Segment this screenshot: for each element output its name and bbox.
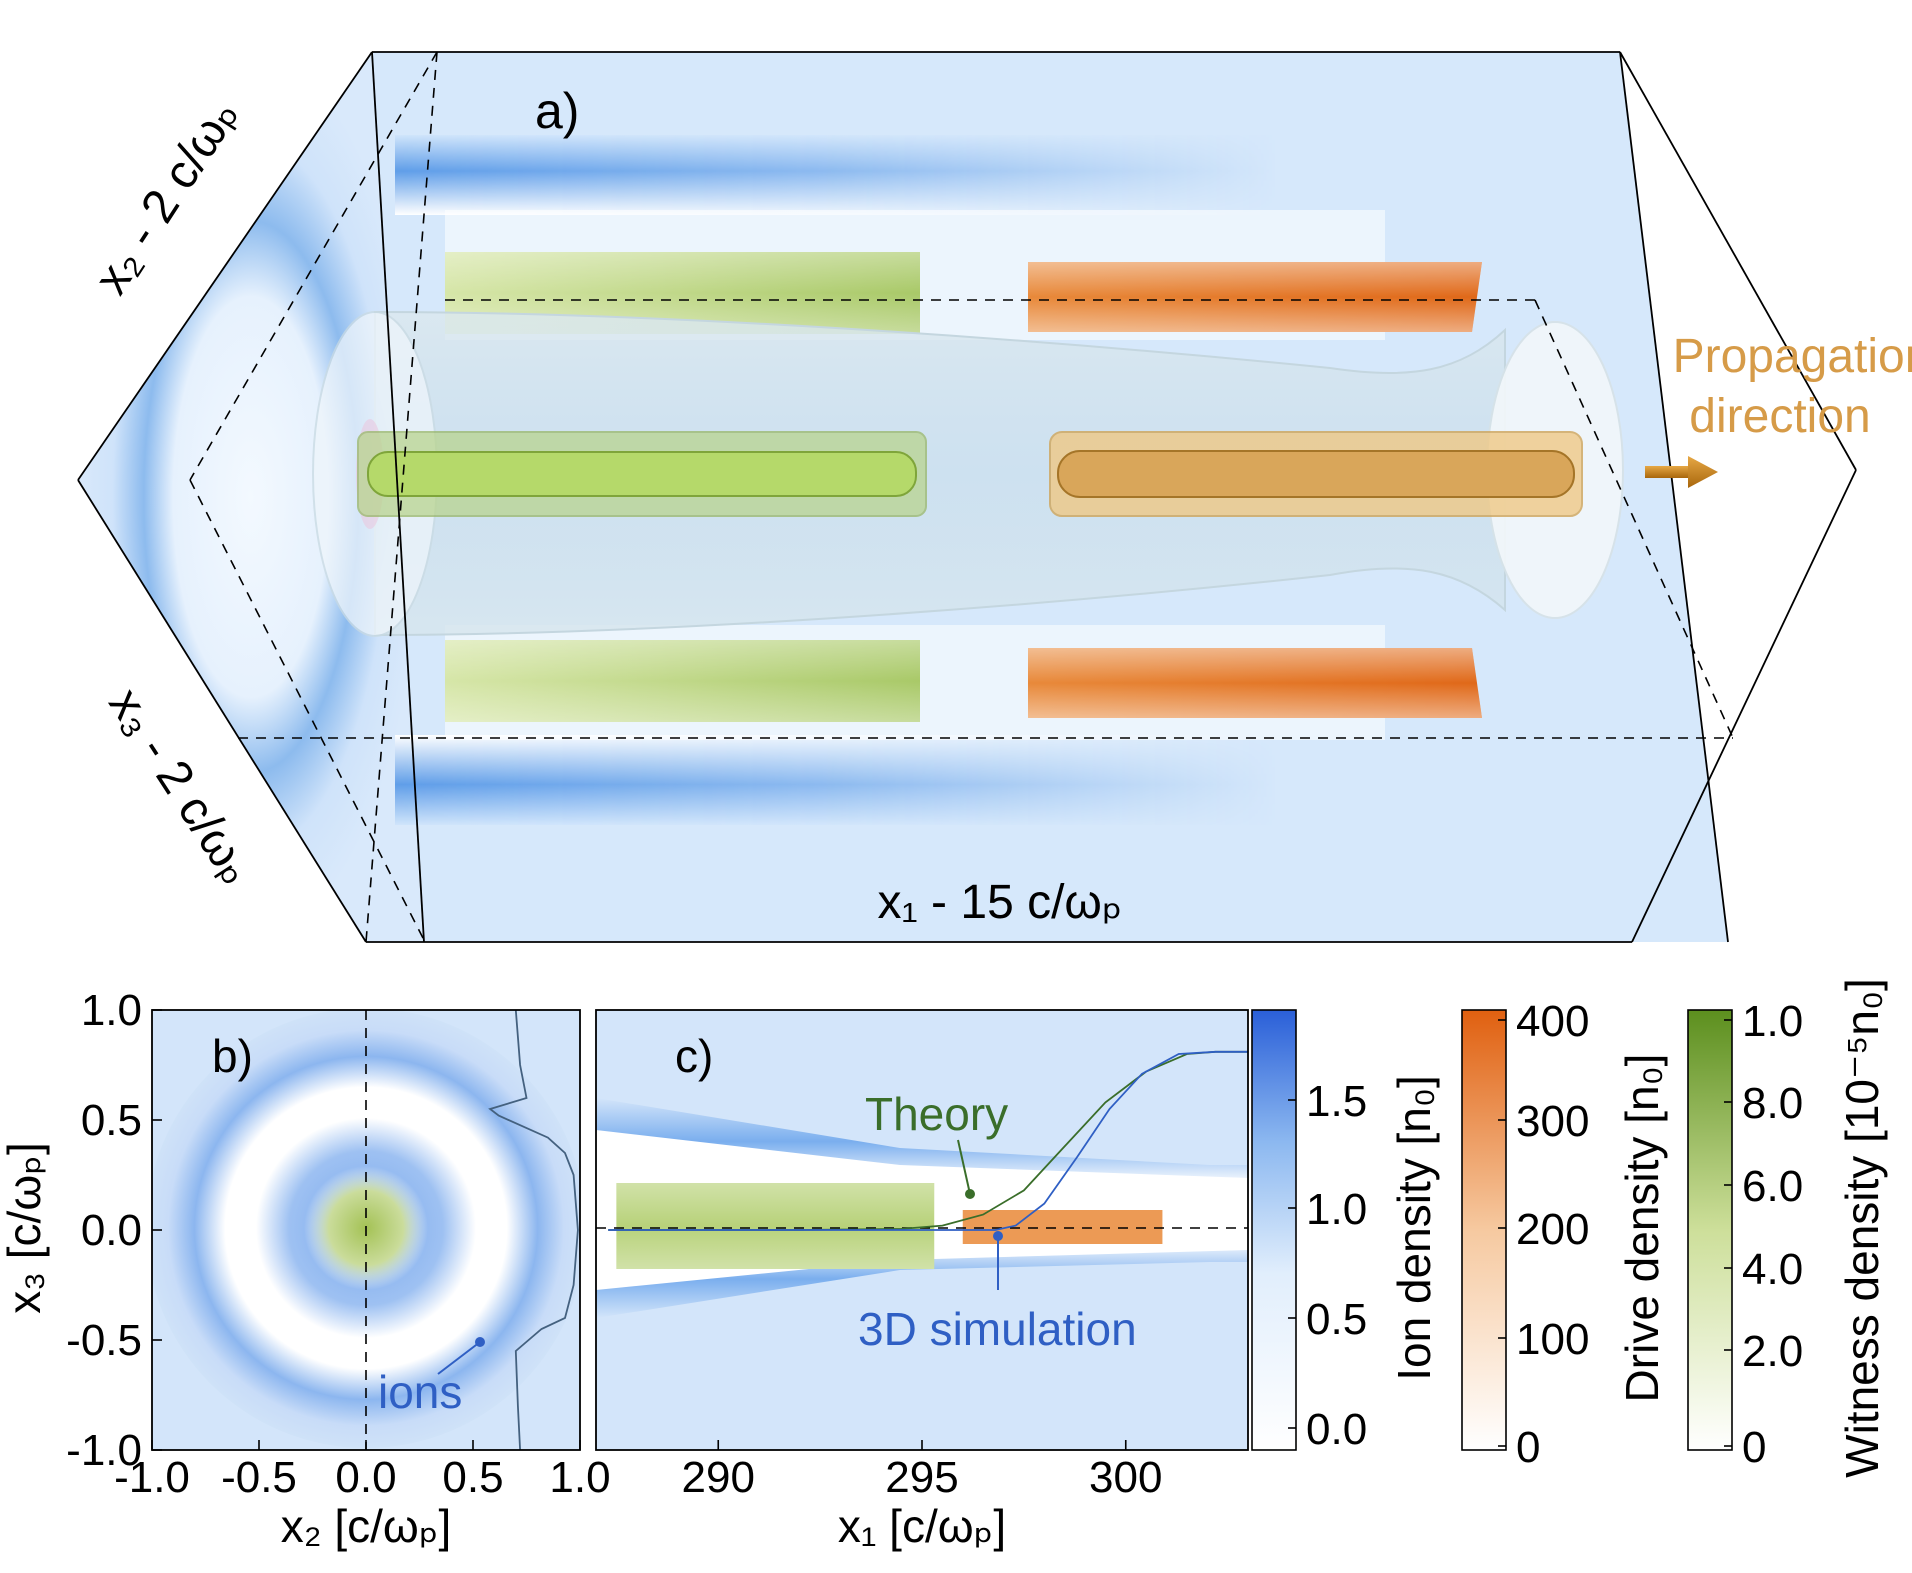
panel-a-3d-view: a) x₁ - 15 c/ωₚ x₂ - 2 c/ωₚ x₃ - 2 c/ωₚ … [77,51,1912,943]
panel-c-longitudinal-slice: 290 295 300 c) Theory 3D simulation x₁ [c/… [595,1009,1249,1552]
ions-annotation: ions [378,1366,462,1418]
colorbar-tick: 2.0 [1742,1327,1803,1376]
ion-streak-bottom [395,735,1275,825]
colorbar-tick: 1.5 [1306,1077,1367,1126]
panel-c-xtick: 300 [1089,1453,1162,1502]
panel-b-label: b) [212,1030,253,1082]
colorbar-tick: 400 [1516,997,1589,1046]
panel-c-label: c) [675,1030,713,1082]
colorbar-tick: 0.0 [1306,1405,1367,1454]
drive-colorbar [1461,1009,1507,1451]
witness-colorbar-label: Witness density [10⁻⁵n₀] [1836,978,1888,1478]
panel-a-label: a) [535,83,579,139]
blowout-cone [374,310,1506,637]
colorbar-tick: 200 [1516,1205,1589,1254]
colorbar-tick: 0 [1742,1423,1766,1472]
panel-c-xtick: 295 [885,1453,958,1502]
simulation-annotation-point [993,1231,1003,1241]
colorbar-tick: 300 [1516,1097,1589,1146]
panel-b-xtick: 0.5 [442,1453,503,1502]
ion-streak-top [395,135,1275,215]
panel-b-ytick: 0.0 [81,1206,142,1255]
colorbar-tick: 1.0 [1306,1185,1367,1234]
ion-colorbar [1251,1009,1297,1451]
left-face [78,52,424,942]
colorbar-tick: 6.0 [1742,1162,1803,1211]
x1-axis-label-3d: x₁ - 15 c/ωₚ [878,876,1123,929]
panel-b-ytick: -1.0 [66,1426,142,1475]
panel-b-transverse-slice: -1.0 -0.5 0.0 0.5 1.0 1.0 0.5 0.0 -0.5 -1.0 b) io… [0,986,611,1552]
propagation-label-line2: direction [1689,390,1870,443]
panel-b-ytick: 0.5 [81,1096,142,1145]
panel-b-ylabel: x₃ [c/ωₚ] [0,1142,50,1313]
drive-beam-core [1058,451,1574,497]
colorbar-tick: 1.0 [1742,997,1803,1046]
theory-annotation-point [965,1189,975,1199]
ion-colorbar-label: Ion density [n₀] [1388,1075,1440,1381]
colorbar-tick: 100 [1516,1315,1589,1364]
colorbar-tick: 4.0 [1742,1245,1803,1294]
propagation-label-line1: Propagation [1673,330,1912,383]
colorbar-tick: 8.0 [1742,1079,1803,1128]
panel-c-xtick: 290 [682,1453,755,1502]
colorbar-tick: 0 [1516,1423,1540,1472]
panel-c-xlabel: x₁ [c/ωₚ] [838,1500,1006,1552]
colorbars: 1.5 1.0 0.5 0.0 400 300 200 100 0 1.0 8.0 6.0 4.0 2.0… [1251,978,1888,1478]
drive-beam-slice [962,1210,1163,1244]
panel-b-xtick: -1.0 [114,1453,190,1502]
ion-band-top [596,1098,1248,1185]
ions-annotation-point [475,1337,485,1347]
ion-lineout-curve [488,1010,579,1450]
simulation-curve [608,1050,1248,1231]
witness-colorbar [1687,1009,1733,1451]
simulation-annotation: 3D simulation [858,1303,1137,1355]
colorbar-tick: 0.5 [1306,1295,1367,1344]
witness-beam-core [368,452,916,496]
panel-b-ytick: 1.0 [81,986,142,1035]
theory-annotation: Theory [865,1088,1008,1140]
propagation-arrow [1645,456,1718,488]
panel-b-xlabel: x₂ [c/ωₚ] [281,1500,452,1552]
panel-b-xtick: 1.0 [549,1453,610,1502]
panel-b-xtick: 0.0 [335,1453,396,1502]
panel-b-ytick: -0.5 [66,1316,142,1365]
drive-colorbar-label: Drive density [n₀] [1616,1054,1668,1403]
panel-b-xtick: -0.5 [221,1453,297,1502]
